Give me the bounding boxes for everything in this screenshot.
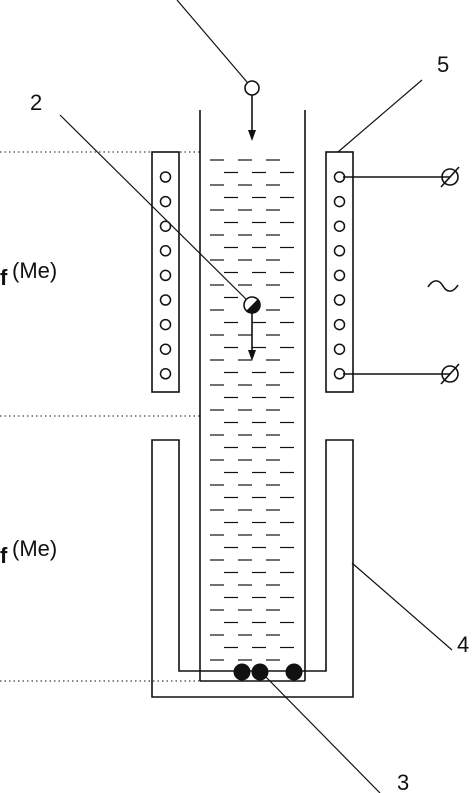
heater-coil [159,245,172,257]
heater-coil [333,245,346,257]
zone-upper-label: (Me) [12,258,57,283]
heater-coil [159,318,172,331]
label-part-5: 5 [437,52,449,77]
label-part-2: 2 [30,90,42,115]
terminal-top [440,166,460,188]
melt-liquid [210,159,294,661]
label-part-3: 3 [397,770,409,793]
heater-coil [159,294,172,306]
ac-source-icon [427,280,459,292]
heater-coil [333,269,346,282]
heater-coil [333,220,346,232]
heater-coil [159,220,172,232]
outer-vessel [151,439,354,698]
zone-lower-label: (Me) [12,536,57,561]
leader-2 [59,114,252,305]
heater-coil [159,195,172,208]
heater-coil [333,294,346,306]
zone-upper-subscript: f [0,265,8,290]
leader-5 [337,79,423,153]
zone-lower-subscript: f [0,543,8,568]
heater-coil [333,195,346,208]
heater-coil [159,343,172,355]
leader-feed [176,0,248,83]
heater-coil [333,343,346,355]
heater-coils-right [333,171,346,380]
particle-2 [243,296,261,314]
crystals-3 [233,663,303,681]
heater-right [325,151,354,393]
fall-arrow-head [248,350,256,361]
heater-coil [333,368,346,380]
leader-4 [351,562,453,651]
heater-left [151,151,180,393]
heater-coils-left [159,171,172,380]
label-part-4: 4 [457,632,469,657]
inner-tube [199,110,306,682]
leader-3 [261,672,381,793]
heater-coil [333,318,346,331]
heater-coil [333,171,346,183]
heater-coil [159,171,172,183]
terminal-bottom [440,363,460,385]
feed-particle [244,80,260,96]
feed-arrow-head [248,130,256,141]
heater-coil [159,368,172,380]
heater-coil [159,269,172,282]
